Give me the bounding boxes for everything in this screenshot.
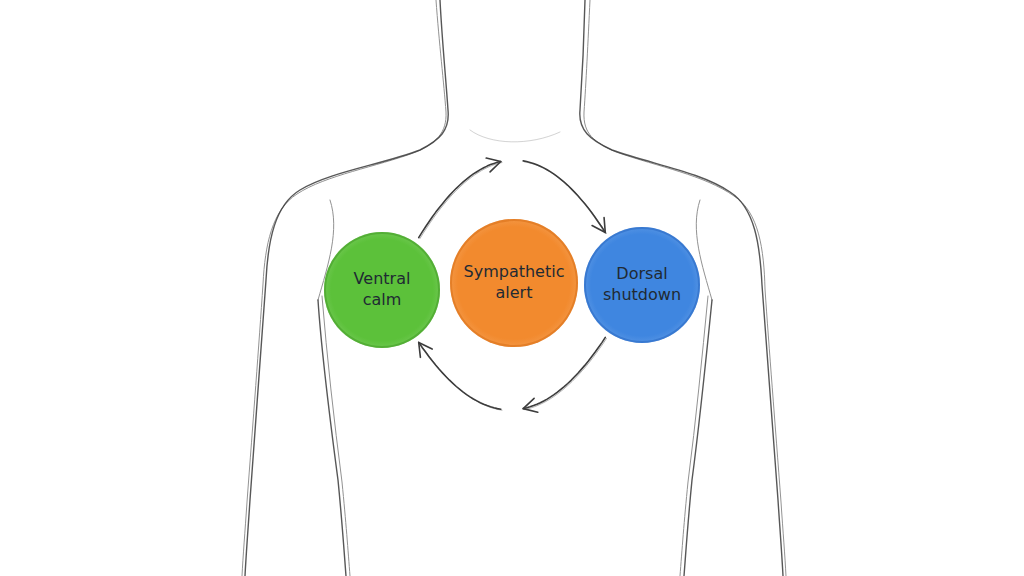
state-label: Dorsal shutdown (603, 264, 681, 306)
state-label: Ventral calm (354, 269, 411, 311)
ventral-circle: Ventral calm (324, 232, 440, 348)
cycle-arrow (419, 337, 607, 412)
dorsal-circle: Dorsal shutdown (584, 227, 700, 343)
sympathetic-circle: Sympathetic alert (450, 219, 578, 347)
state-label: Sympathetic alert (464, 262, 565, 304)
